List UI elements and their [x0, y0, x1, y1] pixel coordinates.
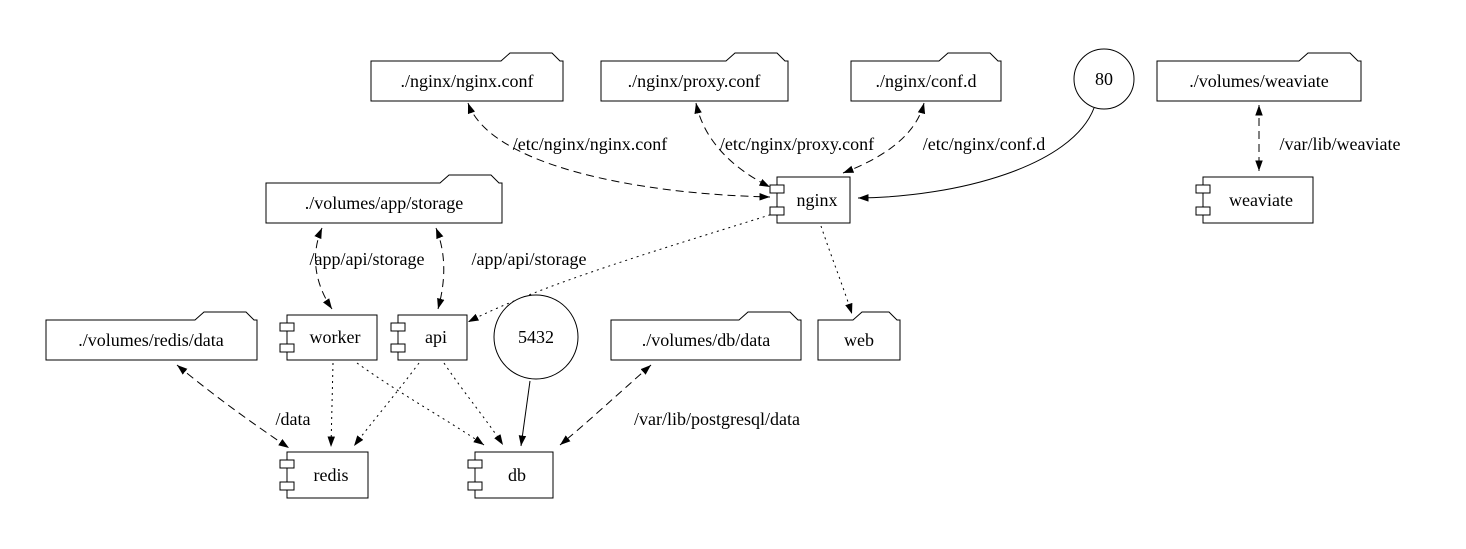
- component-icon: [467, 459, 483, 469]
- node-label: ./nginx/nginx.conf: [401, 71, 534, 91]
- node-label: weaviate: [1229, 190, 1293, 210]
- edge-conf-d-to-nginx: [842, 102, 926, 174]
- node-worker-service: worker: [279, 314, 378, 361]
- node-label: worker: [310, 327, 361, 347]
- component-icon: [286, 314, 378, 361]
- edge-label-etc-proxy-conf: /etc/nginx/proxy.conf: [720, 134, 874, 154]
- port-circle-icon: [1073, 48, 1135, 110]
- node-db-data-volume: ./volumes/db/data: [610, 311, 802, 361]
- folder-icon: [610, 311, 802, 361]
- node-label: api: [425, 327, 447, 347]
- edge-label-app-api-storage-worker: /app/api/storage: [310, 249, 425, 269]
- component-icon: [776, 176, 851, 224]
- node-label: 5432: [518, 327, 554, 347]
- node-conf-d-volume: ./nginx/conf.d: [850, 52, 1002, 102]
- folder-icon: [850, 52, 1002, 102]
- node-api-service: api: [390, 314, 468, 361]
- node-nginx-conf-volume: ./nginx/nginx.conf: [370, 52, 564, 102]
- component-icon: [390, 322, 406, 332]
- edge-worker-to-db: [356, 362, 485, 446]
- edge-labels-layer: /etc/nginx/nginx.conf /etc/nginx/proxy.c…: [276, 134, 1401, 429]
- folder-icon: [1156, 52, 1362, 102]
- edge-api-to-db: [443, 362, 504, 446]
- edge-port-80-to-nginx: [857, 107, 1095, 202]
- edge-app-storage-to-worker: [314, 227, 333, 310]
- node-nginx-service: nginx: [769, 176, 851, 224]
- component-icon: [397, 314, 468, 361]
- node-label: ./volumes/weaviate: [1189, 71, 1328, 91]
- folder-icon: [817, 311, 901, 361]
- node-label: nginx: [796, 190, 837, 210]
- component-icon: [467, 481, 483, 491]
- edge-label-var-lib-weaviate: /var/lib/weaviate: [1280, 134, 1401, 154]
- component-icon: [279, 343, 295, 353]
- edge-label-app-api-storage-api: /app/api/storage: [472, 249, 587, 269]
- node-label: ./volumes/app/storage: [305, 193, 463, 213]
- edge-app-storage-to-api: [435, 227, 445, 310]
- edge-label-etc-conf-d: /etc/nginx/conf.d: [923, 134, 1045, 154]
- port-circle-icon: [493, 294, 579, 380]
- edge-label-var-lib-postgresql-data: /var/lib/postgresql/data: [634, 409, 800, 429]
- component-icon: [390, 343, 406, 353]
- component-icon: [769, 184, 785, 194]
- node-label: ./volumes/redis/data: [78, 330, 223, 350]
- edge-proxy-conf-to-nginx: [694, 102, 771, 188]
- node-redis-service: redis: [279, 451, 369, 499]
- nodes-layer: ./nginx/nginx.conf ./nginx/proxy.conf ./…: [45, 48, 1362, 499]
- node-label: redis: [314, 465, 349, 485]
- node-app-storage-volume: ./volumes/app/storage: [265, 174, 503, 224]
- folder-icon: [600, 52, 789, 102]
- node-label: db: [508, 465, 526, 485]
- node-redis-data-volume: ./volumes/redis/data: [45, 311, 258, 361]
- edges-layer: [176, 102, 1263, 449]
- node-proxy-conf-volume: ./nginx/proxy.conf: [600, 52, 789, 102]
- component-icon: [1195, 206, 1211, 216]
- node-weaviate-service: weaviate: [1195, 176, 1314, 224]
- edge-api-to-redis: [353, 362, 420, 447]
- component-icon: [279, 481, 295, 491]
- edge-label-data: /data: [276, 409, 311, 429]
- node-label: 80: [1095, 69, 1113, 89]
- node-label: ./volumes/db/data: [642, 330, 770, 350]
- node-weaviate-volume: ./volumes/weaviate: [1156, 52, 1362, 102]
- folder-icon: [370, 52, 564, 102]
- component-icon: [279, 322, 295, 332]
- node-web-volume: web: [817, 311, 901, 361]
- edge-worker-to-redis: [327, 362, 335, 448]
- folder-icon: [265, 174, 503, 224]
- component-icon: [286, 451, 369, 499]
- node-port-5432: 5432: [493, 294, 579, 380]
- node-db-service: db: [467, 451, 554, 499]
- edge-nginx-conf-to-nginx: [467, 102, 771, 201]
- component-icon: [769, 206, 785, 216]
- component-icon: [474, 451, 554, 499]
- edge-label-etc-nginx-conf: /etc/nginx/nginx.conf: [513, 134, 667, 154]
- node-label: web: [844, 330, 874, 350]
- component-icon: [279, 459, 295, 469]
- node-label: ./nginx/proxy.conf: [628, 71, 761, 91]
- edge-db-data-to-db: [559, 364, 652, 446]
- component-icon: [1195, 184, 1211, 194]
- node-port-80: 80: [1073, 48, 1135, 110]
- folder-icon: [45, 311, 258, 361]
- node-label: ./nginx/conf.d: [876, 71, 977, 91]
- component-icon: [1202, 176, 1314, 224]
- edge-redis-data-to-redis: [176, 364, 290, 449]
- edge-port-5432-to-db: [518, 380, 531, 447]
- edge-nginx-to-web: [820, 225, 853, 315]
